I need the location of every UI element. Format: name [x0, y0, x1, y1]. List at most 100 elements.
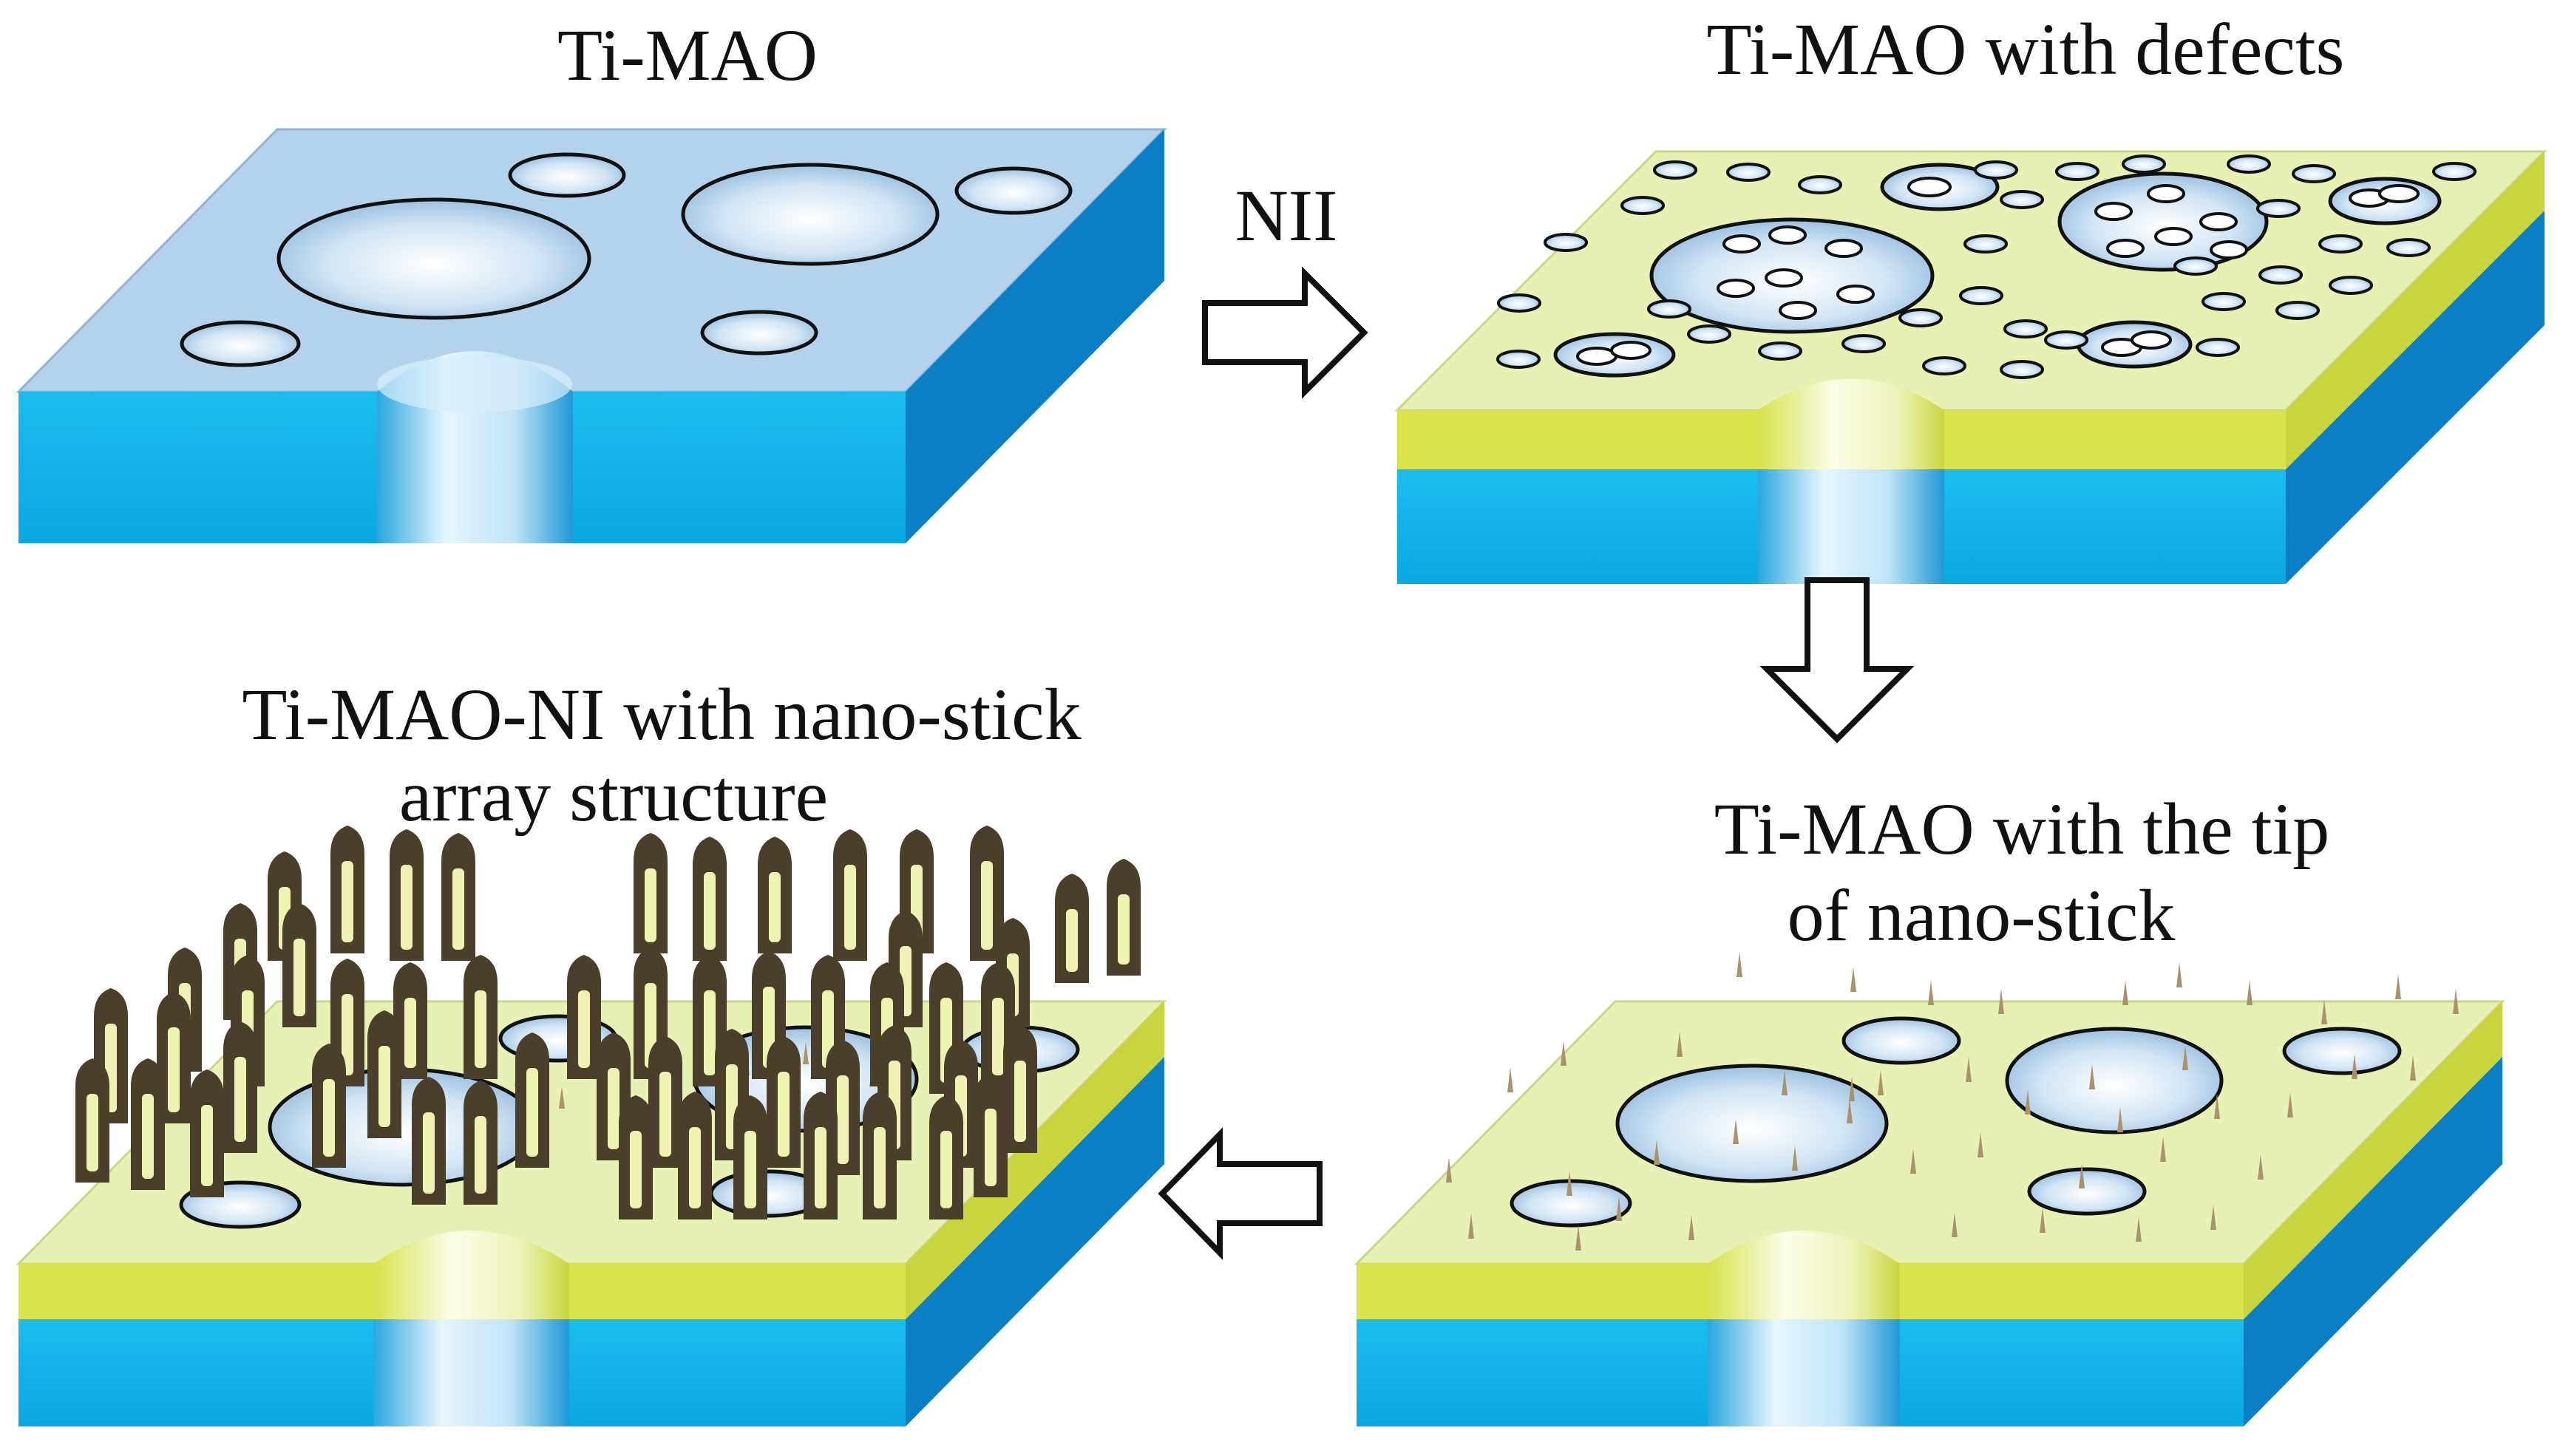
nano-stick-core [342, 861, 353, 942]
panel-ti-mao-tips: Ti-MAO with the tip of nano-stick [1354, 788, 2505, 1426]
nano-stick-core [704, 990, 716, 1075]
panel-ti-mao: Ti-MAO [16, 14, 1167, 543]
nano-stick-core [404, 998, 416, 1068]
panel-title-array-line2: array structure [399, 755, 828, 837]
nano-stick [412, 1077, 446, 1205]
nano-stick-core [704, 872, 716, 950]
nano-stick [367, 1010, 401, 1138]
nano-stick-core [844, 865, 856, 950]
coating-band-side [2244, 1001, 2502, 1319]
nano-stick-core [1066, 909, 1078, 972]
nano-stick [974, 1073, 1008, 1197]
hollow-arrow-down-icon [1759, 577, 1915, 744]
nano-stick-core [645, 868, 656, 942]
panel-ti-mao-ni: Ti-MAO-NI with nano-stick array structur… [16, 673, 1167, 1426]
nano-stick [441, 833, 475, 961]
nano-stick-tip [559, 1086, 565, 1109]
nano-stick [758, 837, 792, 953]
nano-stick-core [985, 1109, 997, 1186]
nano-stick-tip [803, 1042, 809, 1064]
nano-stick-core [689, 1127, 701, 1208]
nano-stick [634, 833, 668, 953]
defect-pores [1496, 154, 2477, 379]
nano-stick-core [378, 1046, 390, 1127]
nano-stick-core [578, 990, 590, 1068]
nano-stick-core [659, 1072, 671, 1157]
hollow-arrow-right-icon [1202, 266, 1368, 399]
panel-ti-mao-defects: Ti-MAO with defects [1394, 8, 2547, 584]
nano-stick-tips [1446, 952, 2459, 1251]
nano-stick [464, 1081, 498, 1205]
nano-stick-core [778, 1072, 790, 1157]
hollow-arrow-left-icon [1158, 1127, 1323, 1260]
nano-stick [464, 955, 498, 1079]
channel-cut-green [373, 1231, 569, 1319]
arrow-group-right: NII [1202, 174, 1368, 399]
channel-cut-green [1758, 378, 1944, 469]
nano-stick-core [769, 872, 781, 942]
nano-stick [282, 903, 316, 1027]
panel-title-ti-mao-defects: Ti-MAO with defects [1707, 8, 2345, 90]
nano-stick-core [475, 990, 486, 1068]
nano-stick-core [293, 939, 305, 1016]
nano-stick-core [423, 1112, 435, 1194]
coating-band-side [906, 1001, 1164, 1319]
nano-stick-core [452, 868, 464, 950]
nano-stick [1107, 859, 1141, 976]
nano-stick [390, 829, 424, 961]
nano-stick-core [992, 998, 1004, 1075]
nano-stick-core [526, 1068, 538, 1157]
channel-cut [373, 1319, 569, 1426]
panel-title-tips-line2: of nano-stick [1788, 874, 2176, 956]
substrate-side-face [906, 129, 1164, 543]
nano-stick-core [142, 1094, 154, 1179]
nano-stick [75, 1058, 109, 1183]
nano-stick [648, 1036, 682, 1168]
nano-stick [1055, 874, 1089, 983]
nano-stick [733, 1095, 767, 1219]
nano-stick-core [401, 865, 413, 950]
nano-stick-core [342, 994, 353, 1075]
nano-stick [863, 1092, 897, 1219]
nano-stick [929, 1095, 963, 1219]
nano-stick-core [201, 1105, 213, 1186]
nano-stick [767, 1036, 801, 1168]
nano-stick [190, 1069, 224, 1197]
channel-cut [1758, 469, 1944, 584]
substrate-side-face [906, 1057, 1164, 1426]
nano-stick-core [874, 1127, 886, 1208]
nano-stick-core [86, 1094, 98, 1171]
nano-stick [157, 992, 191, 1123]
panel-title-ti-mao: Ti-MAO [557, 14, 818, 96]
nano-stick [804, 1092, 838, 1219]
nano-stick [330, 826, 364, 953]
nano-stick [693, 837, 727, 961]
nano-stick-core [323, 1079, 335, 1157]
nano-stick-core [837, 1075, 849, 1164]
panel-title-tips-line1: Ti-MAO with the tip [1714, 788, 2330, 870]
nano-stick [312, 1044, 346, 1168]
nano-stick-core [168, 1027, 180, 1112]
surface-pores [1510, 1016, 2402, 1228]
nano-stick [1003, 1025, 1037, 1153]
nano-stick-core [1014, 1061, 1026, 1142]
nano-stick-core [1118, 894, 1130, 965]
nano-stick-array [75, 826, 1141, 1219]
substrate-side-face [2286, 211, 2545, 584]
nano-stick-core [630, 1131, 642, 1208]
nano-stick-core [981, 861, 993, 950]
coating-band-side [2286, 152, 2545, 469]
nano-stick [515, 1033, 549, 1168]
surface-pores [180, 152, 1073, 367]
nano-stick [223, 1021, 257, 1153]
nano-stick [678, 1092, 712, 1219]
channel-cut [1708, 1319, 1900, 1426]
nano-stick [833, 829, 867, 961]
substrate-side-face [2244, 1057, 2502, 1426]
nano-stick-core [234, 1057, 246, 1142]
nano-stick [393, 962, 427, 1079]
nano-stick [619, 1095, 653, 1219]
nano-stick-core [744, 1131, 756, 1208]
